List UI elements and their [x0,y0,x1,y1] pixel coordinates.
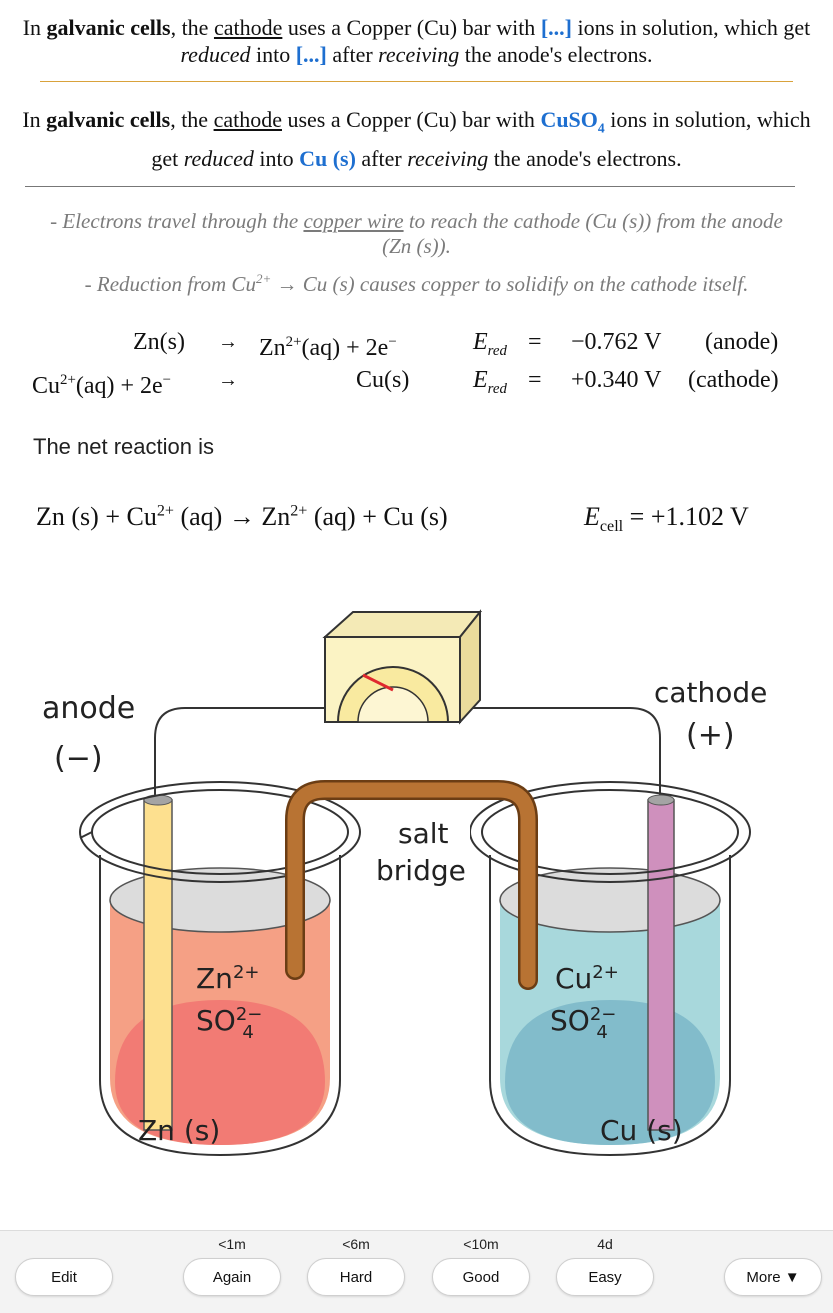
text-segment: In [22,15,47,40]
r2-potential-symbol: Ered [473,367,507,397]
cloze-answer-2: Cu (s) [299,146,356,172]
underlined-term: cathode [213,15,283,40]
salt-bridge [287,782,536,988]
r1-arrow: → [218,331,238,353]
note-reduction: - Reduction from Cu2+ → Cu (s) causes co… [84,271,749,296]
cu-electrode [647,799,675,1131]
hard-button[interactable]: Hard [307,1258,405,1296]
r2-value: +0.340 V [571,367,662,393]
text-segment: , the [170,15,214,40]
text-segment: after [326,42,379,67]
italic-term: reduced [180,42,251,67]
r1-value: −0.762 V [571,329,662,355]
hard-interval: <6m [342,1236,370,1252]
easy-button[interactable]: Easy [556,1258,654,1296]
text-segment: ions in solution, which get [151,107,811,172]
more-button[interactable]: More ▼ [724,1258,822,1296]
text-segment: the anode's electrons. [459,42,653,67]
left-beaker [79,781,361,1157]
r2-product: Cu(s) [356,367,410,393]
voltmeter [322,609,483,725]
net-reaction-equation: Zn (s) + Cu2+ (aq) → Zn2+ (aq) + Cu (s) [36,502,448,531]
text-segment: into [253,146,300,172]
text-segment: the anode's electrons. [488,146,682,172]
r2-reactant: Cu2+(aq) + 2e− [32,372,172,399]
r2-role: (cathode) [688,367,779,393]
cloze-answer-1: CuSO4 [540,107,605,136]
underlined-term: cathode [213,107,282,132]
r1-potential-symbol: Ered [473,329,507,359]
text-segment: , the [170,107,214,132]
bold-term: galvanic cells [46,107,171,132]
zn-electrode [143,799,173,1131]
good-button[interactable]: Good [432,1258,530,1296]
text-segment: after [355,146,408,172]
cathode-label: cathode [654,676,767,709]
italic-term: receiving [407,146,489,172]
note-electron-travel: - Electrons travel through the copper wi… [50,209,783,258]
r1-product: Zn2+(aq) + 2e− [259,334,397,361]
text-segment: In [22,107,47,132]
edit-button[interactable]: Edit [15,1258,113,1296]
answer-bar: <1m <6m <10m 4d Edit Again Hard Good Eas… [0,1230,833,1313]
r2-arrow: → [218,369,238,391]
zn-solid-label: Zn (s) [138,1114,220,1147]
easy-interval: 4d [597,1236,613,1252]
italic-term: reduced [183,146,254,172]
zn-ion-label: Zn2+ [196,962,259,995]
net-reaction-label: The net reaction is [33,434,214,459]
cu-ion-label: Cu2+ [555,962,619,995]
salt-bridge-label-bg [375,810,470,890]
cell-potential: Ecell = +1.102 V [584,502,749,536]
again-button[interactable]: Again [183,1258,281,1296]
bridge-label: bridge [376,854,466,887]
text-segment: uses a Copper (Cu) bar with [281,107,541,132]
meter-needle [362,673,394,692]
cu-solid-label: Cu (s) [600,1114,683,1147]
salt-label: salt [398,817,449,850]
good-interval: <10m [463,1236,499,1252]
galvanic-cell-diagram: anode (−) cathode (+) salt bridge Zn2+ S… [42,609,767,1157]
text-segment: into [250,42,296,67]
text-segment: ions in solution, which get [571,15,811,40]
answer-text: In galvanic cells, the cathode uses a Co… [20,104,813,174]
anode-label: anode [42,691,135,726]
right-sulfate-label: SO2−4 [550,1004,616,1043]
r1-role: (anode) [705,329,779,355]
r1-reactant: Zn(s) [133,329,185,355]
r2-equals: = [528,367,542,393]
italic-term: receiving [378,42,460,67]
answer-divider [40,81,793,82]
r1-equals: = [528,329,542,355]
left-wire [154,707,350,825]
anode-sign: (−) [54,741,103,776]
text-segment: uses a Copper (Cu) bar with [282,15,541,40]
section-divider [25,186,795,187]
bold-term: galvanic cells [46,15,171,40]
card-content: In galvanic cells, the cathode uses a Co… [20,14,813,1157]
again-interval: <1m [218,1236,246,1252]
right-wire [445,707,661,825]
right-beaker [469,781,751,1157]
left-sulfate-label: SO2−4 [196,1004,262,1043]
cloze-blank-1: [...] [540,15,572,40]
cathode-sign: (+) [686,718,735,753]
question-text: In galvanic cells, the cathode uses a Co… [20,14,813,68]
cloze-blank-2: [...] [295,42,327,67]
